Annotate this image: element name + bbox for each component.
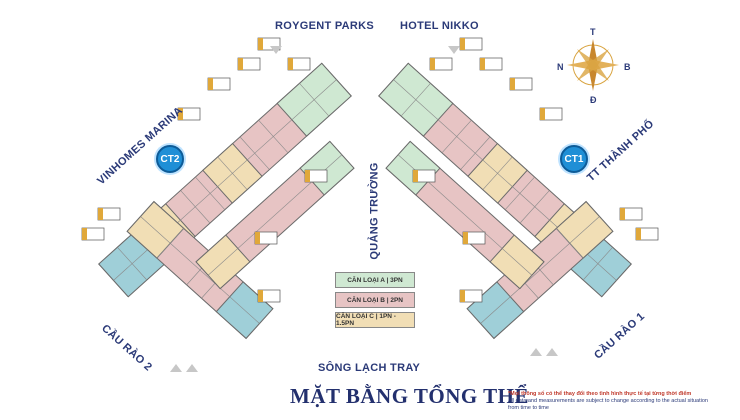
disclaimer-line-vi: *Mọi thông số có thể thay đổi theo tình … bbox=[508, 391, 692, 397]
unit-callout-markers bbox=[82, 38, 641, 302]
tower-badge-ct2: CT2 bbox=[156, 145, 184, 173]
compass-rose bbox=[567, 39, 619, 91]
legend-type-a: CĂN LOẠI A | 3PN bbox=[335, 272, 415, 288]
entrance-arrows bbox=[170, 46, 558, 372]
page-title: MẶT BẰNG TỔNG THỂ bbox=[290, 384, 529, 408]
label-song-lach-tray: SÔNG LẠCH TRAY bbox=[318, 362, 421, 374]
compass-letter-n: N bbox=[557, 62, 564, 72]
ct2-wing bbox=[98, 62, 355, 340]
compass-letter-t: T bbox=[590, 27, 596, 37]
label-quang-truong: QUẢNG TRƯỜNG bbox=[368, 162, 381, 260]
legend-type-b: CĂN LOẠI B | 2PN bbox=[335, 292, 415, 308]
legend-type-c: CĂN LOẠI C | 1PN - 1.5PN bbox=[335, 312, 415, 328]
compass-letter-d: Đ bbox=[590, 95, 597, 105]
disclaimer-note: *Mọi thông số có thể thay đổi theo tình … bbox=[508, 391, 708, 412]
label-roygent-parks: ROYGENT PARKS bbox=[275, 20, 375, 32]
label-hotel-nikko: HOTEL NIKKO bbox=[400, 20, 479, 32]
tower-badge-ct1: CT1 bbox=[560, 145, 588, 173]
compass-letter-b: B bbox=[624, 62, 631, 72]
disclaimer-line-en: All data and measurements are subject to… bbox=[508, 398, 708, 411]
